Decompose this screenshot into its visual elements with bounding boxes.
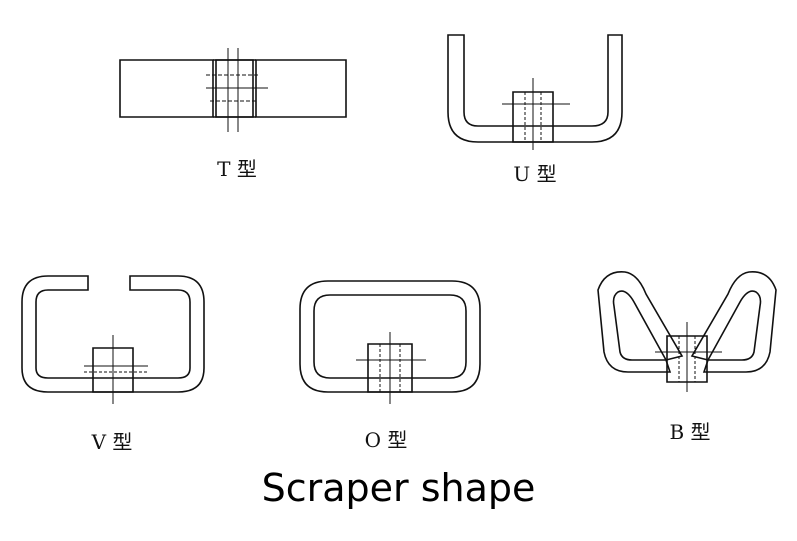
label-v-type: V 型: [91, 430, 133, 454]
label-b-type: B 型: [669, 420, 711, 444]
v-frame: [22, 276, 204, 392]
t-type-figure: [120, 48, 346, 132]
label-u-type: U 型: [513, 162, 557, 186]
label-t-type: T 型: [217, 157, 257, 181]
t-right-block: [256, 60, 346, 117]
label-o-type: O 型: [364, 428, 408, 452]
o-type-figure: [300, 281, 480, 404]
b-right-wing: [692, 272, 776, 372]
b-type-figure: [598, 272, 776, 392]
v-type-figure: [22, 276, 204, 404]
u-type-figure: [448, 35, 622, 150]
b-left-wing: [598, 272, 682, 372]
figure-caption: Scraper shape: [261, 466, 536, 510]
o-frame: [300, 281, 480, 392]
t-left-block: [120, 60, 213, 117]
u-frame: [448, 35, 622, 142]
